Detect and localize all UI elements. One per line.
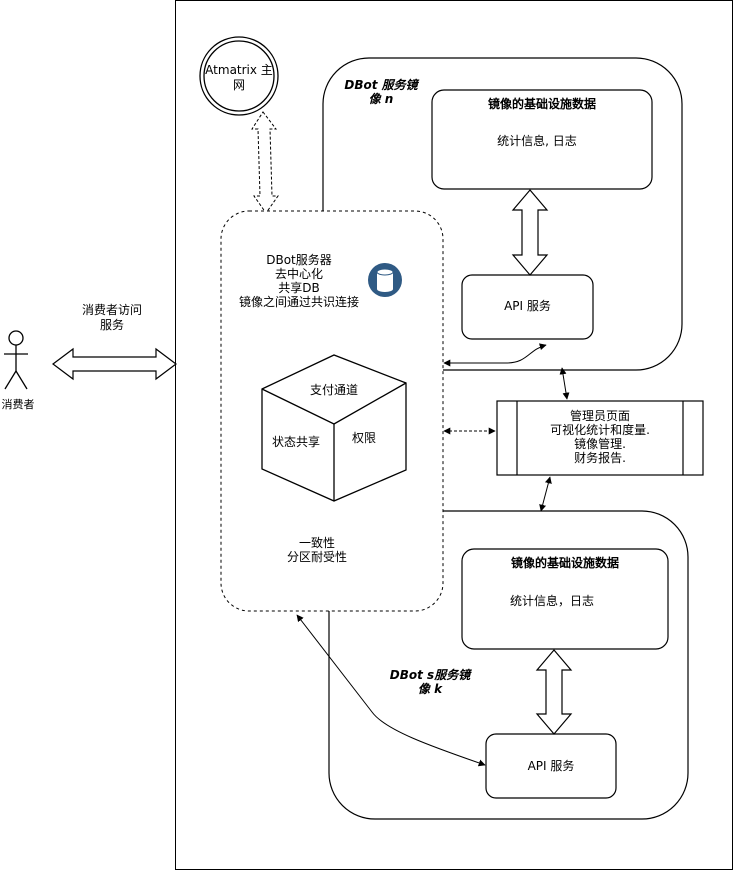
atmatrix-label-line2: 网: [232, 78, 245, 92]
consumer-access-label-line1: 消费者访问: [81, 303, 142, 317]
dbot-server-shared-db: 共享DB: [278, 281, 320, 295]
mirror-n-api-box: [461, 274, 594, 340]
atmatrix-label-line1: Atmatrix 主: [205, 63, 273, 77]
mirror-k-api-label: API 服务: [527, 759, 575, 773]
admin-page-mirror-mgmt: 镜像管理.: [574, 437, 626, 451]
cube-left-label: 状态共享: [271, 435, 320, 449]
mirror-k-title-line1: DBot s服务镜: [389, 668, 471, 682]
mirror-n-infra-box: [431, 89, 653, 190]
cube-top-label: 支付通道: [309, 383, 358, 397]
dbot-server-decentralized: 去中心化: [274, 267, 323, 281]
server-to-mirror-n-api-connector: [443, 343, 547, 367]
mirror-k-infra-api-arrow: [535, 649, 573, 735]
mirror-n-infra-title: 镜像的基础设施数据: [487, 97, 596, 111]
admin-page-stats: 可视化统计和度量.: [550, 423, 650, 437]
mirror-k-infra-title: 镜像的基础设施数据: [510, 556, 619, 570]
mirror-n-api-label: API 服务: [504, 299, 551, 313]
mirror-n-title-line2: 像 n: [368, 92, 394, 106]
mirror-k-infra-box: [461, 548, 669, 650]
consumer-label: 消费者: [1, 398, 35, 411]
dbot-server-consensus: 镜像之间通过共识连接: [238, 295, 359, 309]
mirror-k-infra-subtitle: 统计信息，日志: [509, 594, 594, 608]
consumer-actor-icon: [4, 330, 28, 390]
server-to-mirror-k-api-connector: [296, 614, 486, 767]
mirror-k-title-line2: 像 k: [417, 682, 443, 696]
mirror-n-infra-api-arrow: [511, 189, 549, 276]
consumer-access-label-line2: 服务: [99, 318, 124, 332]
mirror-n-to-admin-connector: [559, 367, 570, 400]
mirror-n-infra-subtitle: 统计信息, 日志: [497, 134, 577, 148]
admin-page-title: 管理员页面: [569, 409, 630, 423]
admin-to-mirror-k-connector: [539, 476, 552, 512]
mirror-k-api-box: [485, 733, 617, 799]
atmatrix-node: [199, 36, 279, 116]
admin-page-box: [496, 400, 704, 476]
cube-shape: [261, 354, 407, 502]
consumer-access-arrow: [52, 347, 177, 381]
partition-tolerance-label: 分区耐受性: [286, 550, 347, 564]
dbot-server-title: DBot服务器: [266, 253, 332, 267]
mirror-n-title-line1: DBot 服务镜: [344, 78, 418, 92]
database-icon: [368, 263, 402, 297]
consistency-label: 一致性: [298, 536, 335, 550]
admin-page-finance: 财务报告.: [574, 451, 626, 465]
cube-right-label: 权限: [351, 431, 376, 445]
